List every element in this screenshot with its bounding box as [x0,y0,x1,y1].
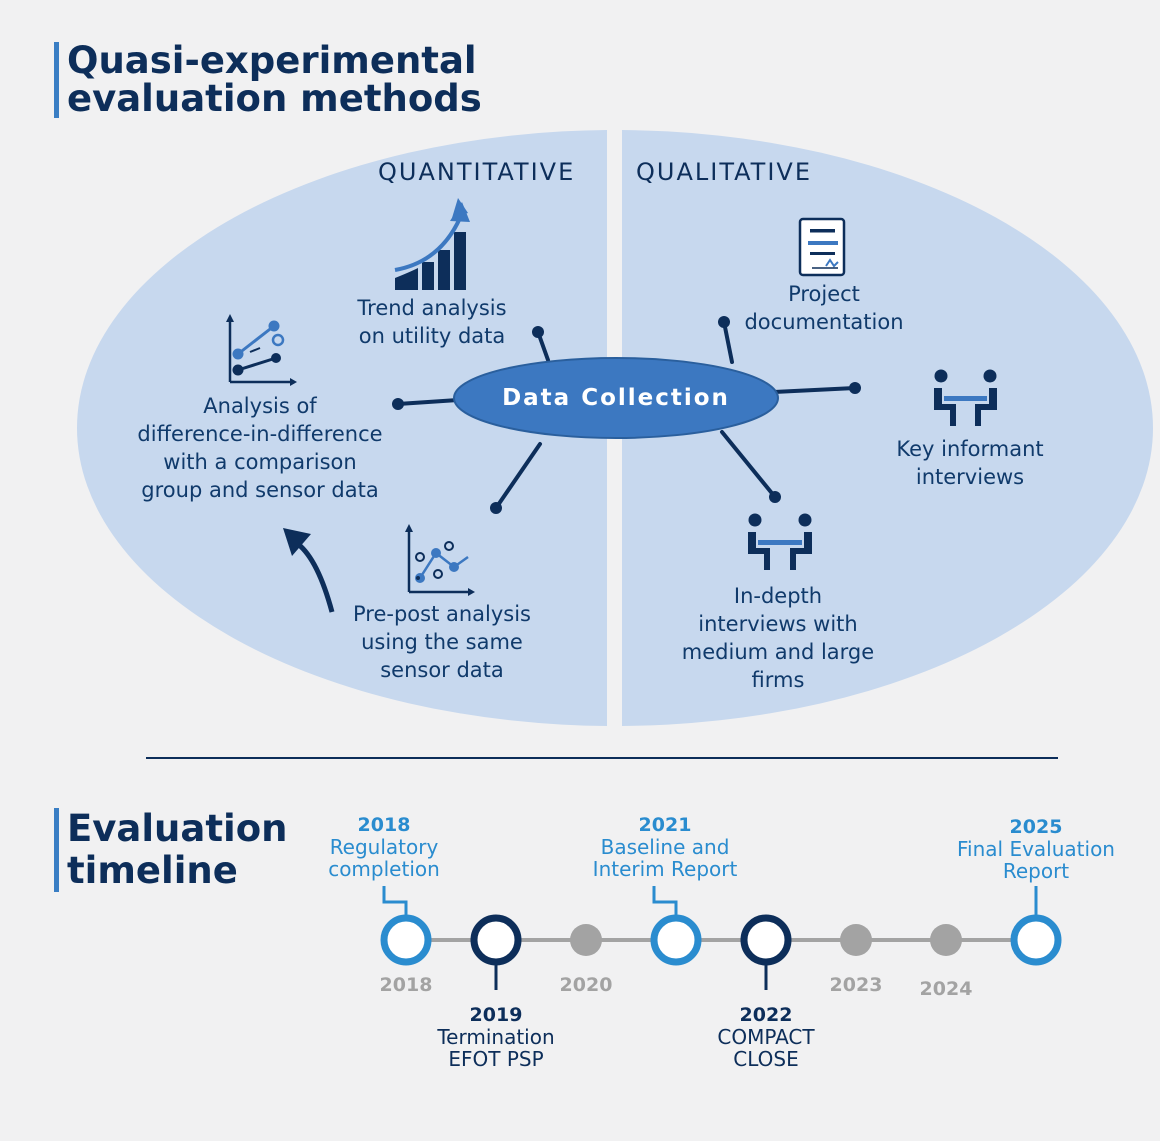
milestone-2018 [380,914,432,966]
tick-label-2024: 2024 [919,978,973,1000]
section-divider [146,757,1058,759]
difference-chart-icon [226,314,297,386]
key-informant-label: Key informant interviews [896,437,1044,489]
document-icon [798,217,846,277]
event-label-2018: Regulatory completion [328,835,440,881]
milestone-2025 [1010,914,1062,966]
page-title: Quasi-experimental evaluation methods [54,42,482,118]
tick-2024 [930,924,962,956]
prepost-analysis-label: Pre-post analysis using the same sensor … [352,602,532,682]
milestone-2021 [650,914,702,966]
tick-label-2018: 2018 [379,974,433,996]
event-year-2022: 2022 [739,1004,793,1026]
meeting-icon [934,369,997,426]
event-label-2021: Baseline and Interim Report [592,835,738,881]
connectors [396,320,857,510]
trend-analysis-label: Trend analysis on utility data [357,296,507,348]
data-collection-label: Data Collection [502,385,730,411]
tick-label-2020: 2020 [559,974,613,996]
methods-diagram [77,130,1153,726]
qualitative-label: QUALITATIVE [636,158,812,186]
milestone-2019 [470,914,522,966]
event-year-2018: 2018 [357,814,411,836]
tick-2020 [570,924,602,956]
qualitative-half [622,130,1153,726]
meeting-icon [748,513,812,570]
event-label-2022: COMPACT CLOSE [717,1025,815,1071]
timeline-title: Evaluation timeline [54,808,287,892]
scatter-chart-icon [405,524,475,596]
quantitative-label: QUANTITATIVE [378,158,576,186]
curved-arrow-icon [283,528,335,613]
trend-bars-icon [394,198,470,290]
event-year-2019: 2019 [469,1004,523,1026]
quantitative-half [77,130,607,726]
timeline-stems [382,886,1038,990]
documentation-label: Project documentation [744,282,904,334]
milestone-2022 [740,914,792,966]
tick-label-2023: 2023 [829,974,883,996]
event-label-2019: Termination EFOT PSP [437,1025,555,1071]
data-collection-hub [453,357,779,439]
did-analysis-label: Analysis of difference-in-difference wit… [137,394,383,502]
connector-dots [392,316,861,514]
indepth-interviews-label: In-depth interviews with medium and larg… [681,584,875,692]
timeline-graphic [380,886,1062,990]
event-year-2025: 2025 [1009,816,1063,838]
event-year-2021: 2021 [638,814,692,836]
event-label-2025: Final Evaluation Report [957,837,1115,883]
tick-2023 [840,924,872,956]
